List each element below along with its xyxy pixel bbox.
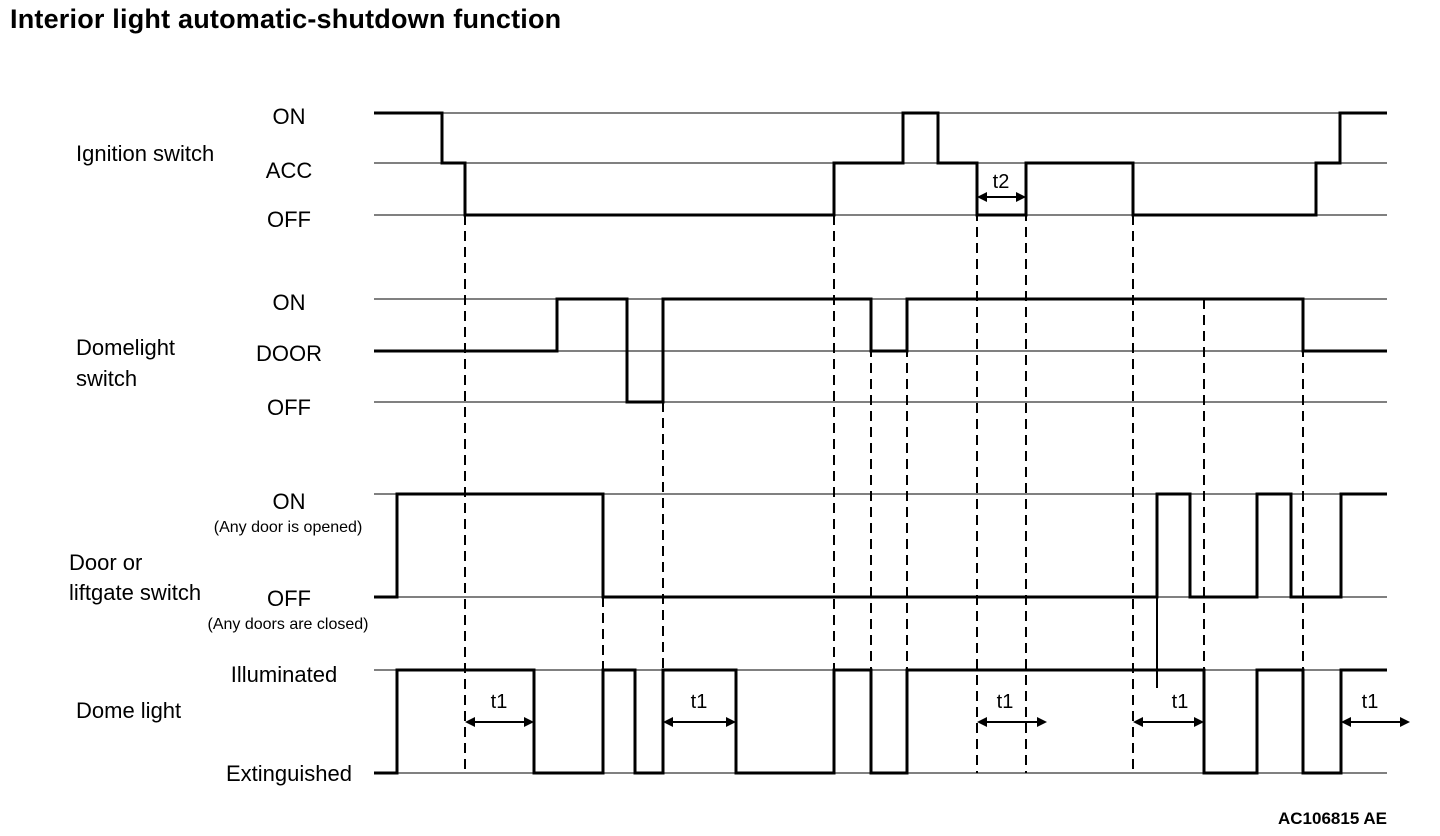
state-door-on: ON [273, 489, 306, 514]
t2-label: t2 [993, 171, 1010, 193]
timing-arrows [465, 192, 1410, 727]
t1-label: t1 [1172, 691, 1189, 713]
t1-label: t1 [691, 691, 708, 713]
state-door-off-note: (Any doors are closed) [208, 616, 369, 633]
door-switch-label: Door or [69, 550, 142, 575]
state-door-on-note: (Any door is opened) [214, 519, 363, 536]
state-dome-illuminated: Illuminated [231, 662, 337, 687]
t1-label: t1 [491, 691, 508, 713]
door-switch-label-line2: liftgate switch [69, 580, 201, 605]
level-lines [374, 112, 1387, 774]
state-door-off: OFF [267, 586, 311, 611]
page-title: Interior light automatic-shutdown functi… [10, 4, 562, 34]
state-dome-extinguished: Extinguished [226, 761, 352, 786]
ignition-switch-label: Ignition switch [76, 141, 214, 166]
dome-light-label: Dome light [76, 698, 181, 723]
state-ignition-off: OFF [267, 207, 311, 232]
ignition-switch-waveform [374, 111, 1387, 217]
t1-label: t1 [997, 691, 1014, 713]
domelight-switch-label-line2: switch [76, 366, 137, 391]
t1-label: t1 [1362, 691, 1379, 713]
domelight-switch-waveform [374, 297, 1387, 404]
domelight-switch-label: Domelight [76, 335, 175, 360]
state-domelight-off: OFF [267, 395, 311, 420]
state-domelight-on: ON [273, 290, 306, 315]
reference-code: AC106815 AE [1278, 809, 1387, 828]
state-domelight-door: DOOR [256, 341, 322, 366]
state-ignition-on: ON [273, 104, 306, 129]
timing-guides [464, 163, 1304, 773]
state-ignition-acc: ACC [266, 158, 313, 183]
dome-light-waveform [374, 668, 1387, 775]
door-switch-waveform [374, 492, 1387, 599]
